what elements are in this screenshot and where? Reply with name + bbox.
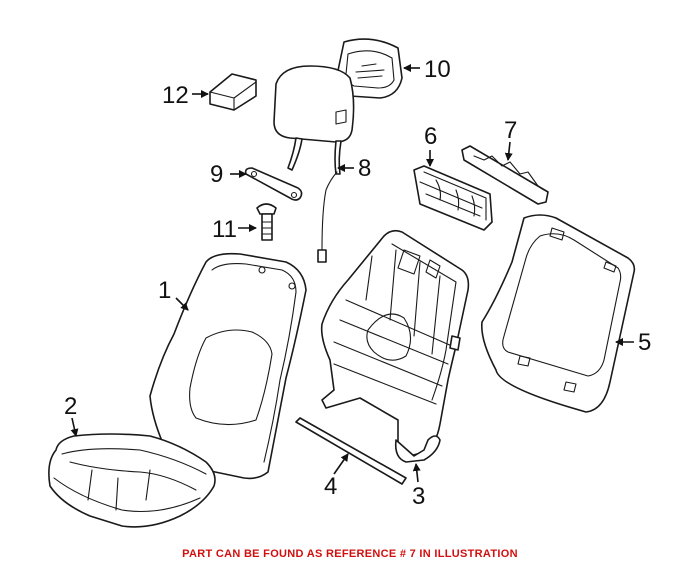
part-12-block (209, 73, 257, 111)
part-7-trim-strip (461, 145, 549, 205)
callout-1: 1 (158, 277, 171, 304)
leader-2 (70, 417, 79, 437)
callout-2: 2 (64, 393, 77, 420)
part-6-pad (413, 165, 493, 231)
part-8-cable (317, 171, 338, 263)
part-5-back-panel (480, 214, 636, 413)
leader-lines (70, 64, 634, 483)
callout-5: 5 (638, 329, 651, 356)
callout-12: 12 (162, 82, 189, 109)
callout-4: 4 (324, 473, 337, 500)
reference-caption: PART CAN BE FOUND AS REFERENCE # 7 IN IL… (182, 548, 518, 560)
part-3-seat-frame (320, 229, 470, 463)
leader-1 (175, 297, 189, 311)
headrest (273, 65, 355, 175)
callout-10: 10 (424, 56, 451, 83)
callout-11: 11 (212, 216, 237, 243)
part-2-seat-cushion (48, 433, 216, 528)
callout-labels: 1 2 3 4 5 6 7 8 9 10 11 12 (64, 56, 651, 510)
callout-8: 8 (358, 155, 371, 182)
part-11-bolt (256, 203, 277, 241)
leader-7 (504, 141, 513, 161)
leader-3 (412, 463, 421, 483)
part-4-rod (295, 417, 407, 485)
part-1-backrest-cushion (149, 252, 307, 480)
callout-6: 6 (424, 123, 437, 150)
callout-3: 3 (412, 483, 425, 510)
callout-7: 7 (504, 117, 517, 144)
part-9-bracket (244, 167, 303, 201)
callout-9: 9 (210, 161, 223, 188)
leader-4 (333, 453, 349, 475)
